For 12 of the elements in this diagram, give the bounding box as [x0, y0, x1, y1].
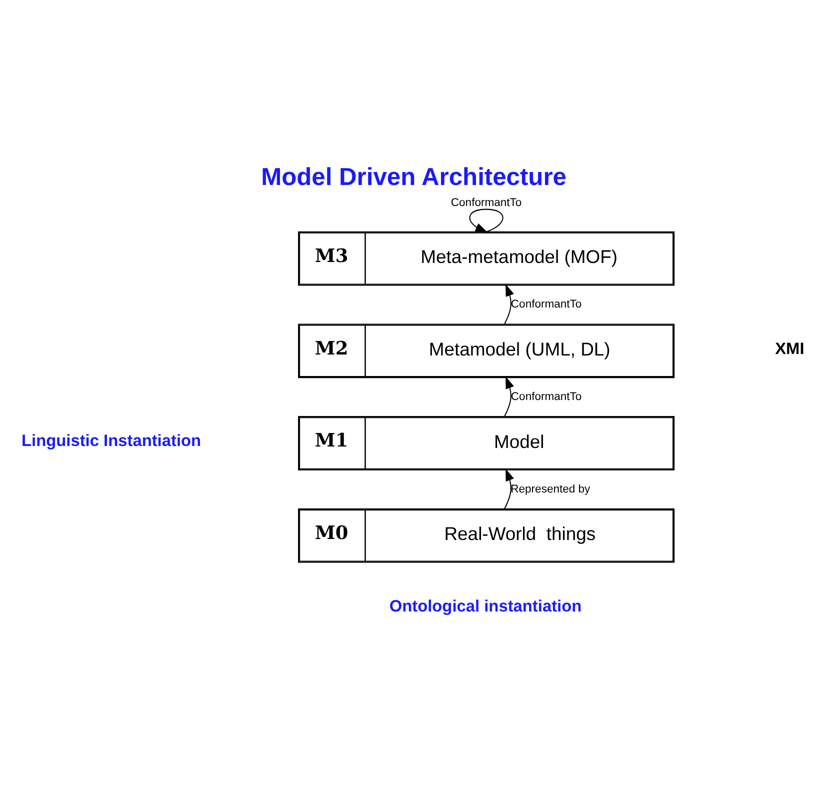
edge-label: ConformantTo: [510, 298, 582, 311]
arrow: [468, 208, 503, 233]
diagram-title: Model Driven Architecture: [260, 164, 566, 191]
label: Linguistic Instantiation: [21, 432, 201, 450]
edge-label: ConformantTo: [510, 390, 582, 403]
label: XMI: [774, 340, 804, 358]
label: Ontological instantiation: [388, 597, 582, 616]
edge-label: ConformantTo: [450, 197, 522, 210]
arrow: [504, 376, 514, 416]
arrow: [504, 468, 514, 509]
edge-label: Represented by: [510, 483, 590, 496]
arrow: [504, 284, 514, 324]
